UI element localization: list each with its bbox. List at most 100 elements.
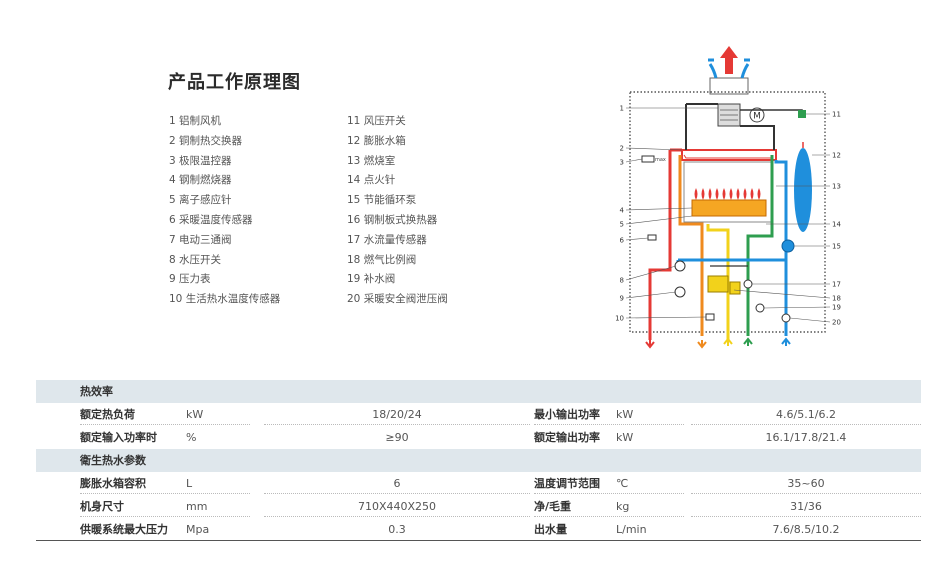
flame-icon — [722, 188, 726, 200]
callout-leader — [625, 147, 683, 151]
callout-leader — [733, 289, 831, 299]
spec-label: 额定输出功率 — [534, 431, 600, 444]
inlet-arrow-return — [781, 337, 791, 346]
refill-valve — [755, 303, 765, 313]
burner-flames — [694, 188, 761, 200]
flame-icon — [729, 188, 733, 200]
inlet-arrow-gas — [723, 337, 733, 346]
legend-right-item: 13 燃烧室 — [347, 154, 396, 167]
callout-number: 11 — [832, 111, 841, 119]
header-label: 热效率 — [80, 385, 113, 398]
legend-right-item: 17 水流量传感器 — [347, 233, 427, 246]
callout-number: 2 — [620, 145, 624, 153]
legend-left-item: 10 生活热水温度传感器 — [169, 293, 281, 306]
flame-icon — [701, 188, 705, 200]
motor-icon — [749, 107, 765, 123]
callout-number: 20 — [832, 319, 841, 327]
flame-icon — [715, 188, 719, 200]
spec-table: 热效率 额定热负荷 kW 18/20/24 最小输出功率 kW 4.6/5.1/… — [36, 380, 921, 541]
spec-header-efficiency: 热效率 — [36, 380, 921, 403]
legend-left-item: 1 铝制风机 — [169, 115, 222, 127]
flow-sensor — [743, 279, 753, 289]
spec-unit: % — [186, 431, 197, 444]
legend-left-item: 3 极限温控器 — [169, 154, 232, 167]
spec-label: 最小输出功率 — [534, 408, 600, 421]
legend-left-item: 6 采暖温度传感器 — [169, 213, 253, 226]
air-pressure-switch — [798, 110, 806, 118]
pressure-gauge — [674, 286, 686, 298]
legend-right-item: 14 点火针 — [347, 174, 396, 187]
legend-left-item: 8 水压开关 — [169, 253, 222, 266]
spec-value: 6 — [393, 477, 401, 490]
spec-row: 额定输入功率时 % ≥90 额定输出功率 kW 16.1/17.8/21.4 — [36, 426, 921, 449]
flame-icon — [750, 188, 754, 200]
exhaust-arrow-icon — [720, 46, 738, 74]
spec-value: 0.3 — [388, 523, 406, 536]
spec-row: 额定热负荷 kW 18/20/24 最小输出功率 kW 4.6/5.1/6.2 — [36, 403, 921, 426]
legend-left-item: 7 电动三通阀 — [169, 233, 232, 246]
spec-unit: ℃ — [616, 477, 629, 490]
flame-icon — [736, 188, 740, 200]
spec-unit: kW — [616, 408, 634, 421]
circulation-pump — [781, 239, 795, 253]
callout-number: 3 — [620, 159, 624, 167]
callout-number: 6 — [620, 237, 625, 245]
legend-right-item: 19 补水阀 — [347, 273, 396, 286]
heating-supply-pipe — [648, 150, 672, 340]
spec-value: 710X440X250 — [357, 500, 437, 513]
callout-leader — [763, 306, 831, 309]
legend-right-item: 12 膨胀水箱 — [347, 134, 406, 147]
page-title: 产品工作原理图 — [168, 72, 301, 93]
spec-value: 35~60 — [787, 477, 825, 490]
spec-value: ≥90 — [385, 431, 409, 444]
heating-temp-sensor — [647, 234, 657, 241]
callout-number: 5 — [620, 221, 624, 229]
header-label: 衛生热水参数 — [80, 454, 146, 467]
legend-right-item: 15 节能循环泵 — [347, 194, 417, 207]
spec-unit: L — [186, 477, 193, 490]
legend-right-column: 11 风压开关 12 膨胀水箱 13 燃烧室 14 点火针 15 节能循环泵 16 钢制板… — [347, 112, 448, 310]
heating-return-pipe — [774, 160, 788, 336]
callout-number: 19 — [832, 304, 841, 312]
callout-number: 8 — [620, 277, 624, 285]
pressure-switch — [674, 260, 686, 272]
callout-number: 12 — [832, 152, 841, 160]
callout-leader — [625, 265, 677, 281]
callout-number: 4 — [620, 207, 625, 215]
spec-value: 4.6/5.1/6.2 — [776, 408, 836, 421]
callout-number: 18 — [832, 295, 841, 303]
hot-water-pipe — [678, 155, 704, 336]
legend-left-item: 4 钢制燃烧器 — [169, 174, 232, 187]
callout-number: 1 — [620, 105, 624, 113]
spec-label: 额定输入功率时 — [80, 431, 157, 444]
max-label: max — [655, 157, 666, 163]
legend-left-item: 9 压力表 — [169, 273, 211, 286]
flue-outlet — [709, 77, 749, 95]
intake-right-icon — [740, 63, 750, 79]
legend-right-item: 11 风压开关 — [347, 115, 406, 127]
spec-unit: L/min — [616, 523, 647, 536]
spec-label: 出水量 — [534, 523, 567, 536]
safety-valve — [781, 313, 791, 323]
legend-left-item: 5 离子感应针 — [169, 194, 232, 207]
callout-number: 14 — [832, 221, 841, 229]
spec-row: 供暖系统最大压力 Mpa 0.3 出水量 L/min 7.6/8.5/10.2 — [36, 518, 921, 541]
legend-right-item: 16 钢制板式换热器 — [347, 213, 438, 226]
spec-unit: Mpa — [186, 523, 210, 536]
callout-number: 17 — [832, 281, 841, 289]
flame-icon — [743, 188, 747, 200]
outlet-arrow-heating — [645, 340, 655, 349]
spec-label: 膨胀水箱容积 — [80, 477, 146, 490]
callout-number: 10 — [615, 315, 624, 323]
limit-thermostat — [641, 155, 655, 163]
spec-label: 供暖系统最大压力 — [80, 523, 168, 536]
spec-label: 温度调节范围 — [534, 477, 600, 490]
callout-leader — [625, 291, 677, 299]
heat-exchanger — [681, 149, 777, 161]
flame-icon — [757, 188, 761, 200]
inlet-arrow-cold — [743, 337, 753, 346]
callout-number: 9 — [620, 295, 624, 303]
legend-right-item: 20 采暖安全阀泄压阀 — [347, 293, 448, 306]
callout-number: 15 — [832, 243, 841, 251]
